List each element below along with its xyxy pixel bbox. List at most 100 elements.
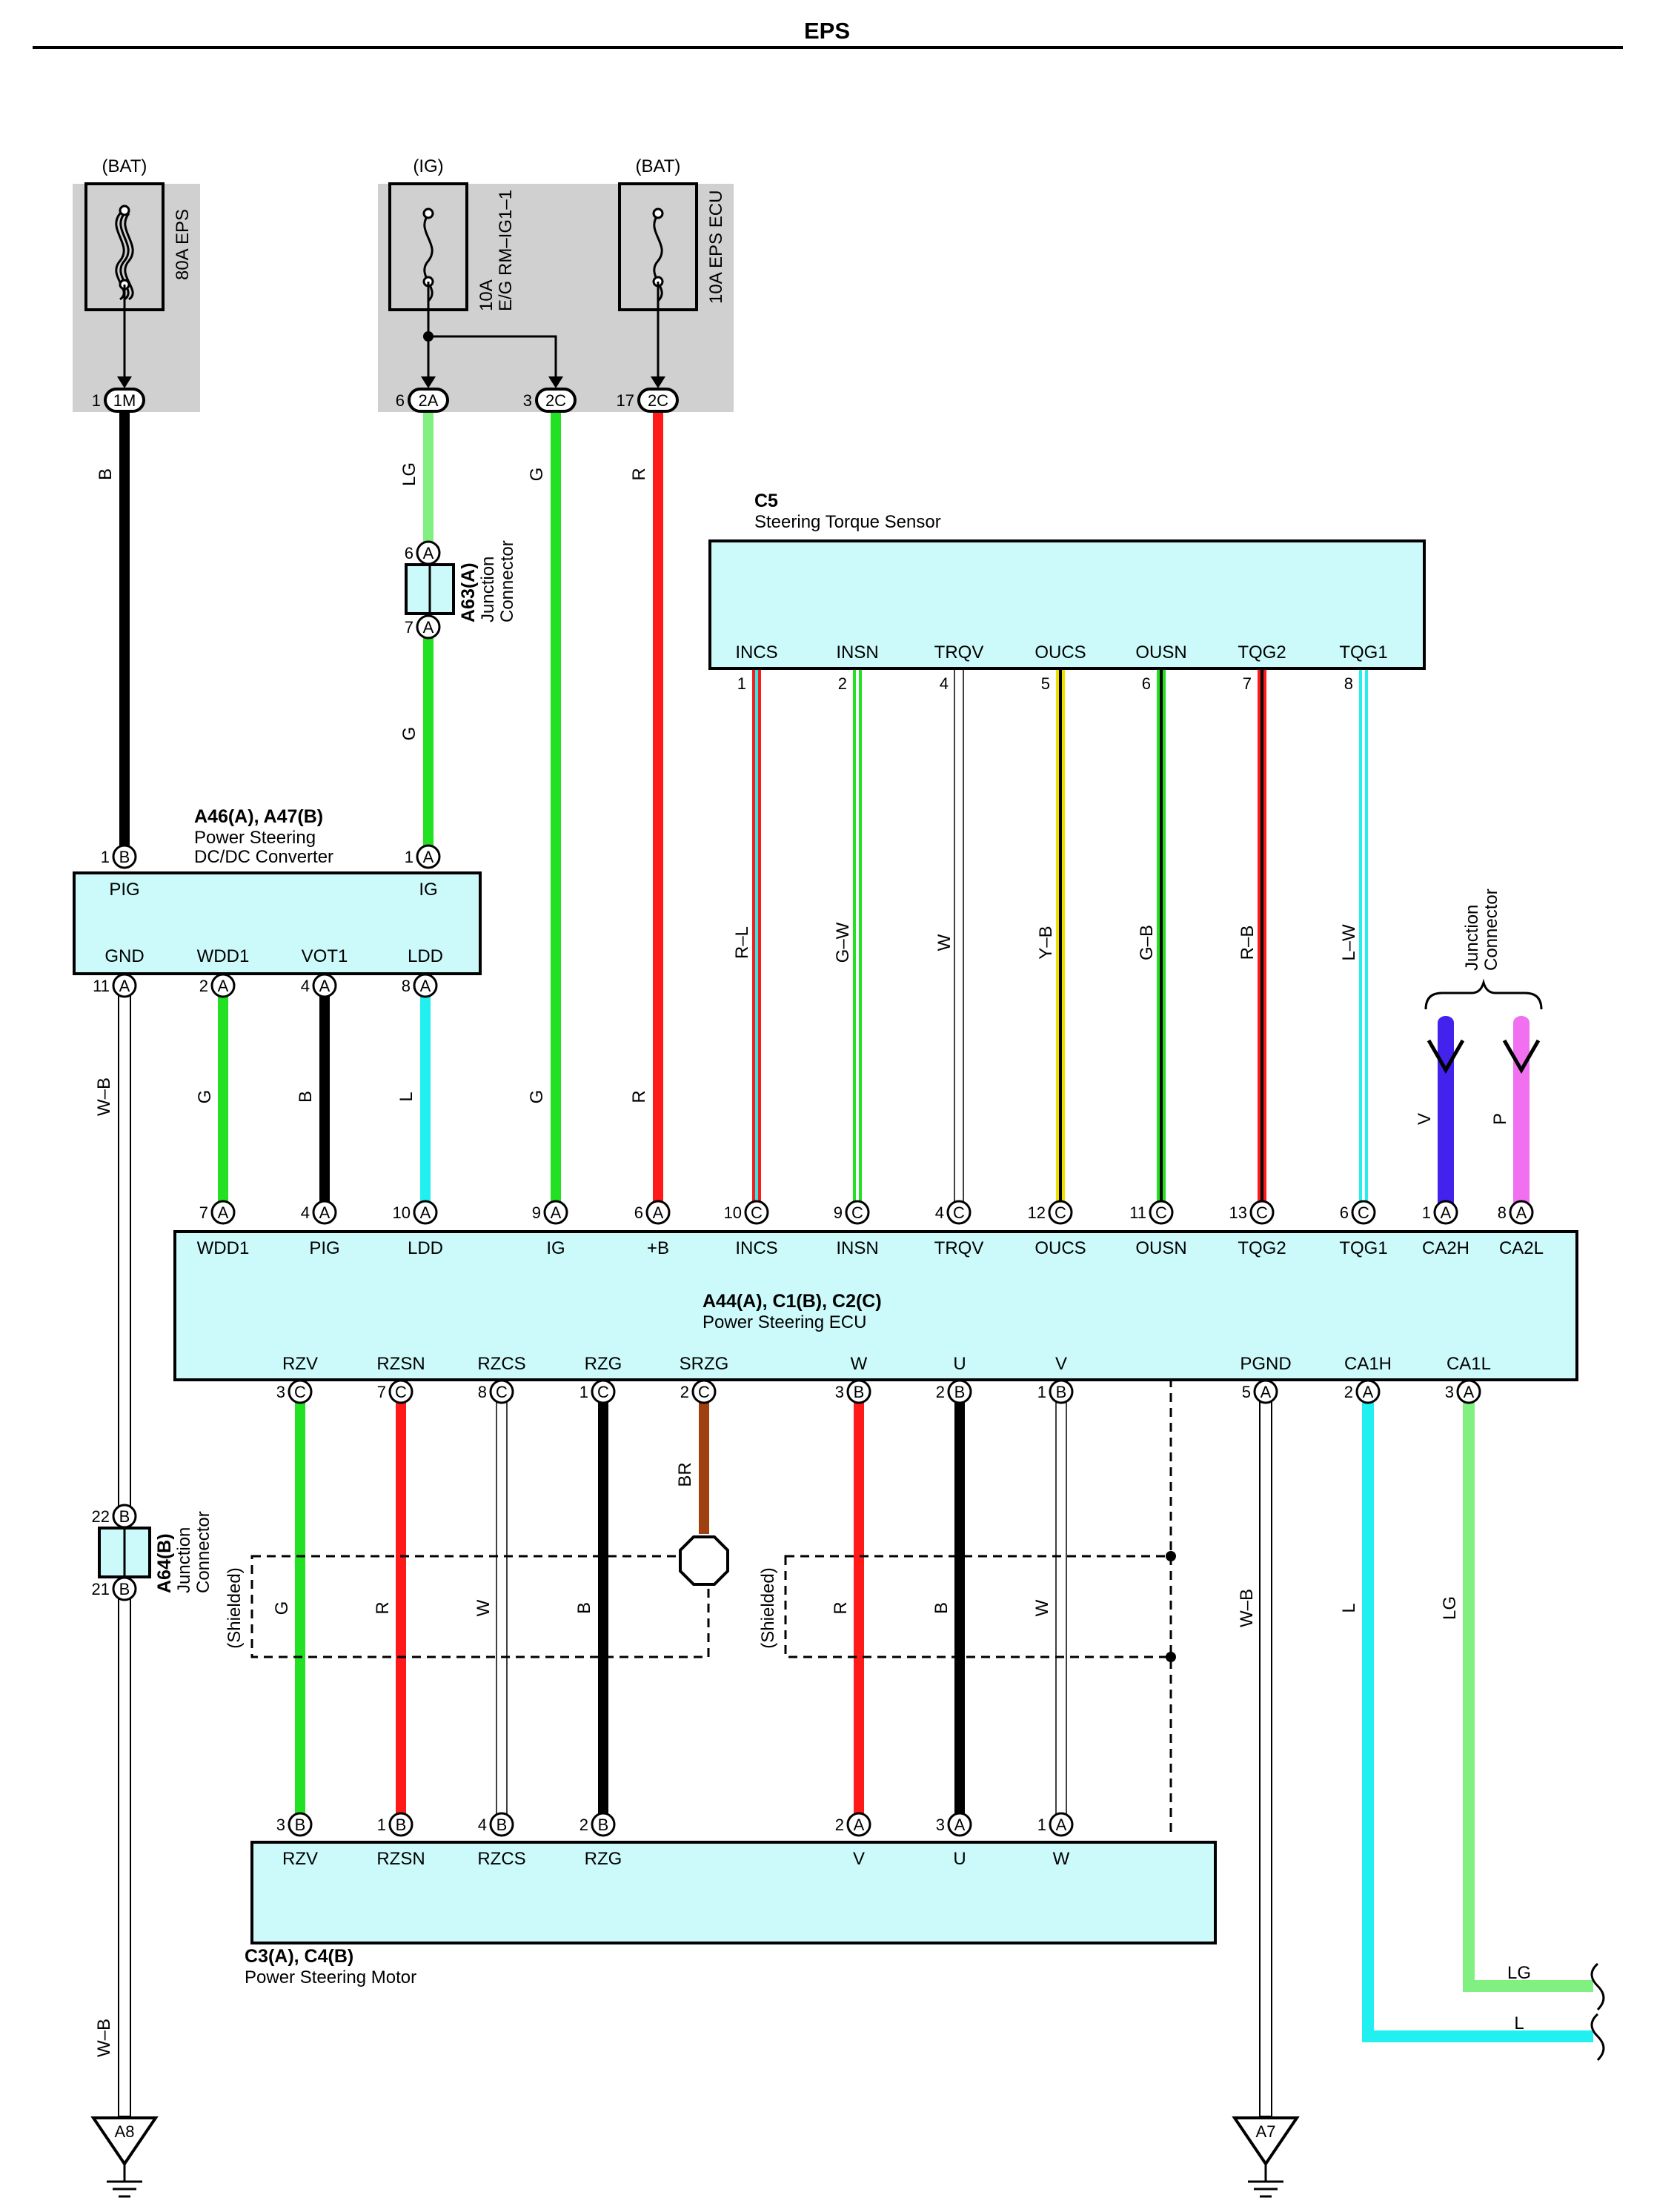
junction-a64-id: A64(B) xyxy=(154,1533,175,1593)
dcdc-bottom-0-connector-letter: A xyxy=(119,977,130,995)
wire-label-wdd1_g: G xyxy=(195,1090,215,1104)
torque-wire-label: G–B xyxy=(1137,925,1157,960)
out-lg-label: LG xyxy=(1507,1963,1531,1983)
ecu-bottom-0-connector xyxy=(288,1379,313,1404)
fuse1-connector-label: 1M xyxy=(113,391,136,410)
motor-0-pin-number: 3 xyxy=(276,1816,285,1834)
fuse2-branch-connector-label: 2C xyxy=(545,391,566,410)
ecu-top-pin-name: OUCS xyxy=(1034,1238,1086,1258)
ecu-bottom-pin-name: SRZG xyxy=(680,1354,729,1374)
torque-pin-name: INSN xyxy=(836,642,878,662)
ecu-top-2-connector-letter: A xyxy=(420,1203,431,1222)
motor-4-connector xyxy=(846,1812,871,1837)
ground-a8-icon xyxy=(90,2116,159,2198)
ecu-bottom-6-pin-number: 2 xyxy=(936,1383,945,1401)
torque-pin-name: TQG2 xyxy=(1238,642,1286,662)
ecu-bottom-5-connector-letter: B xyxy=(854,1383,865,1401)
motor-2-connector-letter: B xyxy=(496,1816,508,1834)
wire-v-w xyxy=(1055,1392,1067,1831)
dcdc-bottom-1-connector xyxy=(210,973,236,998)
ecu-top-10-connector xyxy=(1249,1200,1275,1225)
shield-splice-icon xyxy=(679,1535,729,1586)
ecu-bottom-8-pin-number: 5 xyxy=(1242,1383,1251,1401)
fuse2-branch xyxy=(428,335,557,385)
wire-w-r xyxy=(854,1393,864,1830)
wire-label-w_r: R xyxy=(831,1601,851,1614)
ecu-bottom-10-connector-letter: A xyxy=(1464,1383,1475,1401)
ecu-bottom-pin-name: PGND xyxy=(1240,1354,1291,1374)
torque-pin-number: 1 xyxy=(737,674,746,693)
dcdc-top-pin-name: PIG xyxy=(109,880,139,900)
a64-bottom-pin-number: 21 xyxy=(92,1580,110,1598)
fuse1-term-top xyxy=(119,205,130,216)
dcdc-top-1-pin-number: 1 xyxy=(405,848,414,866)
fuse2-label-line1: 10A xyxy=(476,279,496,311)
junction-a64-name-line1: Junction xyxy=(174,1527,194,1593)
torque-wire-label: R–B xyxy=(1238,926,1258,960)
shield-label-right: (Shielded) xyxy=(758,1567,778,1648)
dcdc-id: A46(A), A47(B) xyxy=(194,806,323,827)
wire-label-ca1l_lg: LG xyxy=(1440,1596,1460,1620)
ecu-top-7-pin-number: 4 xyxy=(935,1203,944,1222)
junction-a63-id: A63(A) xyxy=(458,562,479,622)
ecu-top-10-connector-letter: C xyxy=(1256,1203,1268,1222)
ecu-top-3-pin-number: 9 xyxy=(532,1203,541,1222)
torque-pin-number: 4 xyxy=(940,674,949,693)
ecu-top-13-connector-letter: A xyxy=(1516,1203,1527,1222)
a64-bottom-connector xyxy=(112,1576,137,1601)
ecu-bottom-8-connector xyxy=(1253,1379,1278,1404)
ground-a8-label: A8 xyxy=(115,2122,135,2141)
ecu-bottom-5-connector xyxy=(846,1379,871,1404)
wire-rzv-g xyxy=(295,1393,305,1830)
fuse3-pin-number: 17 xyxy=(617,391,634,410)
ecu-bottom-1-connector-letter: C xyxy=(395,1383,407,1401)
ecu-bottom-2-connector xyxy=(489,1379,514,1404)
wire-label-ldd_l: L xyxy=(396,1092,416,1101)
motor-6-pin-number: 1 xyxy=(1037,1816,1046,1834)
ground-a7-label: A7 xyxy=(1256,2122,1276,2141)
ecu-top-4-pin-number: 6 xyxy=(634,1203,643,1222)
ecu-top-5-pin-number: 10 xyxy=(724,1203,742,1222)
wire-label-pig_b: B xyxy=(96,468,116,480)
dcdc-bottom-pin-name: WDD1 xyxy=(197,946,250,966)
dcdc-top-1-connector xyxy=(416,844,441,869)
dcdc-bottom-2-pin-number: 4 xyxy=(301,977,310,995)
torque-sensor-wires xyxy=(752,668,1368,1209)
fuse2-arrow-icon xyxy=(421,376,436,388)
torque-wire-label: G–W xyxy=(833,922,853,963)
ecu-bottom-9-connector-letter: A xyxy=(1363,1383,1374,1401)
ecu-bottom-1-connector xyxy=(388,1379,414,1404)
ground-a7-icon xyxy=(1232,2116,1300,2198)
ecu-top-3-connector xyxy=(543,1200,568,1225)
wire-rzg-b xyxy=(598,1393,608,1830)
dcdc-bottom-2-connector xyxy=(312,973,337,998)
ecu-bottom-2-connector-letter: C xyxy=(496,1383,508,1401)
dcdc-bottom-3-connector xyxy=(413,973,438,998)
wire-label-ca1h_l: L xyxy=(1339,1603,1359,1612)
junction-a63-name-line2: Connector xyxy=(497,540,517,622)
wire-label-rzsn_r: R xyxy=(373,1601,393,1614)
ecu-bottom-4-pin-number: 2 xyxy=(680,1383,689,1401)
wire-ldd-l xyxy=(420,983,431,1212)
dcdc-bottom-3-pin-number: 8 xyxy=(402,977,411,995)
torque-wire-label: Y–B xyxy=(1036,926,1056,959)
ecu-top-8-connector xyxy=(1048,1200,1073,1225)
torque-sensor-name: Steering Torque Sensor xyxy=(754,512,941,532)
fuse1-connector xyxy=(104,388,145,413)
junction-a64-name-line2: Connector xyxy=(193,1511,213,1593)
ecu-top-pin-name: CA2L xyxy=(1499,1238,1544,1258)
ecu-top-6-connector-letter: C xyxy=(851,1203,863,1222)
fuse-box-bat-80a xyxy=(73,184,200,412)
ecu-top-10-pin-number: 13 xyxy=(1229,1203,1247,1222)
motor-box xyxy=(250,1841,1217,1944)
ecu-box xyxy=(173,1230,1578,1381)
ecu-top-pin-name: TQG2 xyxy=(1238,1238,1286,1258)
torque-sensor-box xyxy=(708,539,1426,670)
dcdc-bottom-2-connector-letter: A xyxy=(319,977,331,995)
fuse3-connector-label: 2C xyxy=(648,391,668,410)
ecu-bottom-pin-name: CA1L xyxy=(1447,1354,1491,1374)
